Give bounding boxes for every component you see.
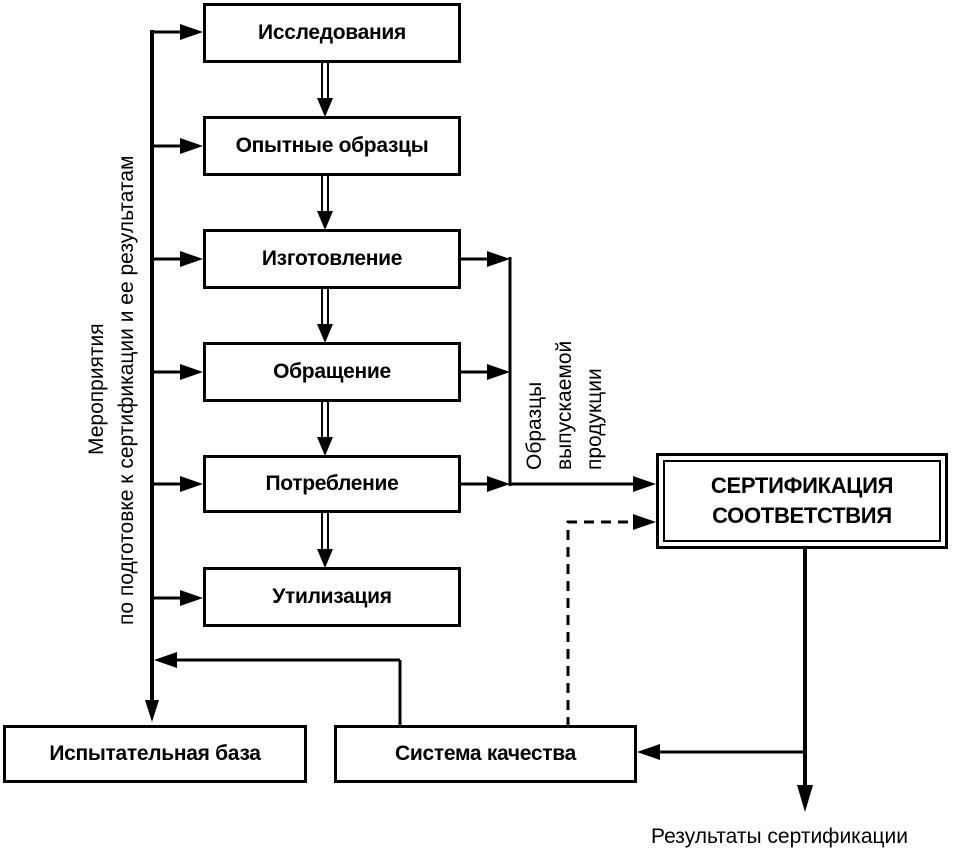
quality-to-spine-arrow (154, 652, 402, 727)
stage-flow-arrows (317, 62, 333, 568)
stage-manufacturing: Изготовление (203, 229, 461, 289)
stage-prototypes-label: Опытные образцы (235, 134, 429, 157)
results-label: Результаты сертификации (651, 825, 909, 848)
stage-circulation-label: Обращение (273, 360, 391, 383)
measures-label-line2: по подготовке к сертификации и ее резуль… (115, 155, 138, 625)
quality-system-box: Система качества (334, 725, 637, 783)
samples-label: Образцы выпускаемой продукции (520, 341, 610, 470)
quality-system-label: Система качества (395, 742, 576, 765)
certification-line2: СООТВЕТСТВИЯ (712, 503, 892, 528)
stage-consumption: Потребление (203, 455, 461, 513)
stage-research-label: Исследования (258, 21, 406, 44)
certification-box: СЕРТИФИКАЦИЯ СООТВЕТСТВИЯ (656, 453, 948, 549)
test-base-label: Испытательная база (49, 742, 261, 765)
samples-label-line1: Образцы (523, 381, 546, 470)
spine-arrowhead (145, 700, 159, 722)
measures-label-line1: Мероприятия (85, 323, 108, 455)
samples-label-line2: выпускаемой (553, 340, 576, 470)
stage-circulation: Обращение (203, 342, 461, 402)
stage-research: Исследования (203, 3, 461, 63)
samples-label-line3: продукции (583, 368, 606, 470)
certification-output-arrows (637, 548, 813, 812)
stage-disposal: Утилизация (203, 567, 461, 627)
stage-disposal-label: Утилизация (272, 585, 392, 608)
test-base-box: Испытательная база (3, 725, 307, 783)
certification-line1: СЕРТИФИКАЦИЯ (710, 473, 894, 498)
samples-arrows (460, 251, 656, 492)
stage-consumption-label: Потребление (265, 472, 399, 495)
stage-prototypes: Опытные образцы (203, 116, 461, 176)
measures-label: Мероприятия по подготовке к сертификации… (82, 156, 142, 625)
stage-manufacturing-label: Изготовление (261, 247, 403, 270)
spine-to-stage-arrows (152, 24, 203, 606)
quality-dashed-arrow (566, 514, 656, 727)
